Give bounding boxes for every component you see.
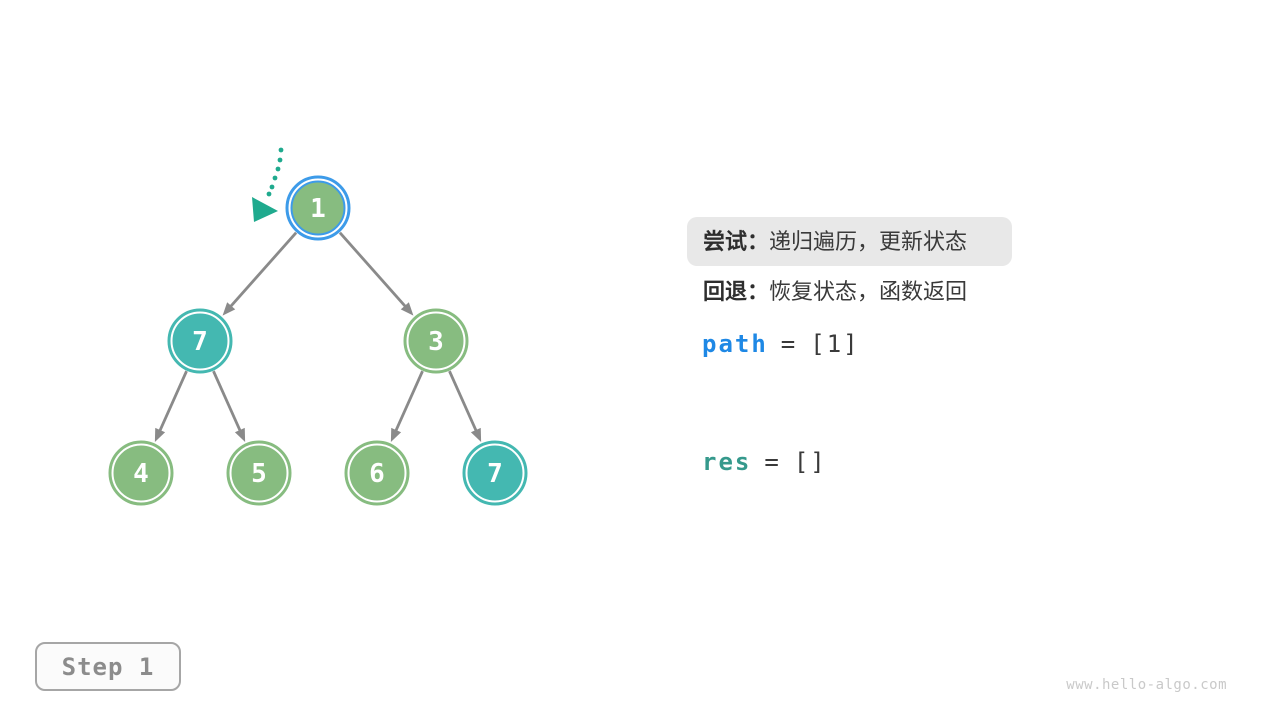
pointer-arrowhead [252, 197, 278, 222]
tree-node-label: 7 [487, 459, 503, 489]
tree-node-circle [290, 180, 346, 236]
tree-node-label: 3 [428, 327, 444, 357]
tree-node-circle [113, 445, 169, 501]
tree-edge [393, 370, 424, 434]
tree-node-ring [108, 440, 174, 506]
res-variable-name: res [702, 448, 752, 476]
tree-edge-arrowhead [470, 427, 482, 442]
back-text: 恢复状态，函数返回 [769, 279, 968, 304]
tree-edge-arrowhead [400, 302, 414, 316]
tree-edge-arrowhead [234, 427, 246, 442]
equals-sign: = [780, 330, 798, 358]
tree-node-ring [403, 308, 469, 374]
equals-sign: = [764, 448, 781, 476]
step-badge: Step 1 [35, 642, 181, 691]
res-variable-line: res = [] [702, 450, 827, 474]
path-variable-value: [1] [810, 330, 860, 358]
watermark: www.hello-algo.com [1066, 677, 1227, 693]
try-label: 尝试： [703, 228, 770, 254]
try-line-highlight: 尝试：递归遍历，更新状态 [687, 217, 1012, 266]
tree-node-circle [172, 313, 228, 369]
tree-node-circle [349, 445, 405, 501]
tree-edge-arrowhead [390, 427, 402, 442]
back-line: 回退：恢复状态，函数返回 [703, 279, 967, 305]
tree-edge-arrowhead [222, 302, 236, 316]
tree-edge [212, 370, 243, 434]
pointer-dot [269, 184, 275, 190]
pointer-dot [275, 166, 281, 172]
step-badge-label: Step 1 [61, 652, 155, 681]
tree-node-ring [344, 440, 410, 506]
pointer-dot [266, 191, 272, 197]
pointer-dot [272, 175, 278, 181]
try-text: 递归遍历，更新状态 [769, 228, 968, 254]
tree-node-ring [285, 175, 351, 241]
tree-edge-arrowhead [154, 427, 166, 442]
res-variable-value: [] [793, 448, 827, 476]
tree-edge [157, 370, 188, 434]
tree-node-ring [462, 440, 528, 506]
tree-node-circle [231, 445, 287, 501]
tree-edge [338, 231, 408, 310]
tree-node-label: 1 [310, 194, 326, 224]
path-variable-name: path [702, 330, 768, 358]
tree-node-ring [226, 440, 292, 506]
pointer-dot [277, 157, 283, 163]
tree-node-label: 7 [192, 327, 208, 357]
tree-node-label: 4 [133, 459, 149, 489]
tree-node-circle [408, 313, 464, 369]
tree-edge [228, 231, 298, 310]
tree-node-label: 6 [369, 459, 385, 489]
tree-node-circle [467, 445, 523, 501]
tree-edge [448, 370, 479, 434]
path-variable-line: path = [1] [702, 332, 860, 356]
tree-node-label: 5 [251, 459, 267, 489]
pointer-dot [278, 147, 284, 153]
back-label: 回退： [703, 279, 770, 304]
tree-node-ring [167, 308, 233, 374]
